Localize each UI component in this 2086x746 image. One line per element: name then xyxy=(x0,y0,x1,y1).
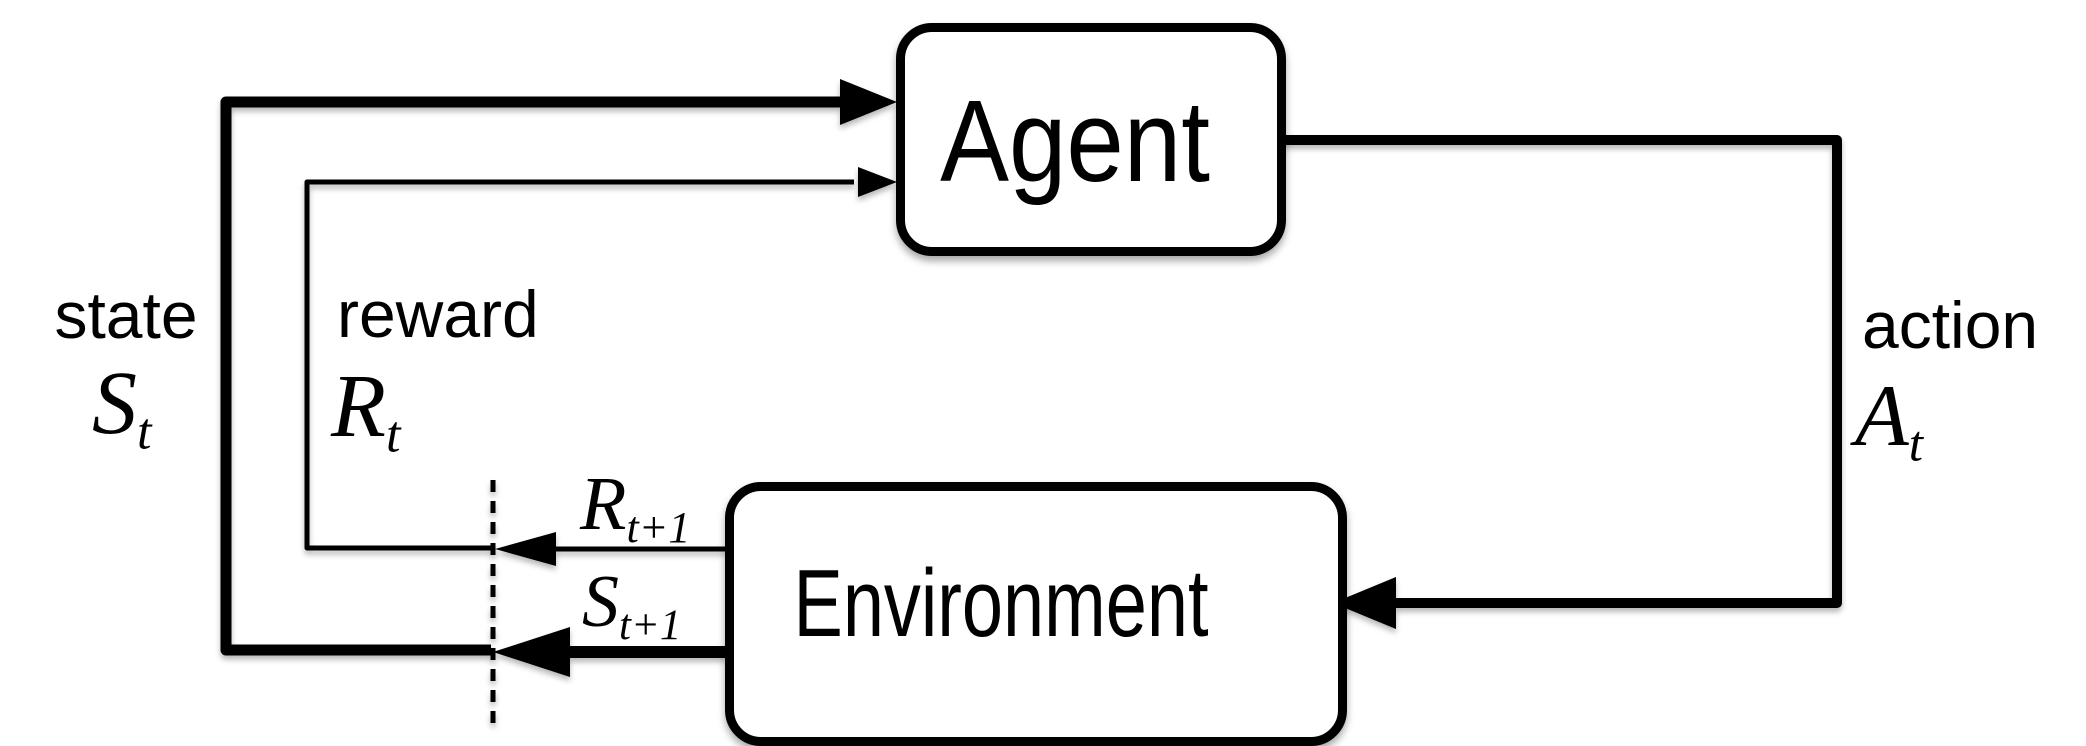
state-symbol-subscript: t xyxy=(137,402,152,461)
reward-symbol-letter: R xyxy=(331,357,386,456)
next-state-arrowhead xyxy=(493,627,570,677)
action-symbol: At xyxy=(1855,373,1923,470)
reward-arrowhead xyxy=(858,167,897,197)
action-symbol-letter: A xyxy=(1855,368,1909,465)
next-reward-symbol-letter: R xyxy=(580,462,627,546)
next-reward-symbol: Rt+1 xyxy=(580,466,690,550)
environment-label: Environment xyxy=(793,550,1209,657)
state-loop-path xyxy=(220,96,845,656)
next-reward-symbol-subscript: t+1 xyxy=(626,503,691,553)
agent-box xyxy=(896,23,1286,256)
state-arrowhead xyxy=(840,79,897,125)
reward-symbol-subscript: t xyxy=(385,405,401,464)
agent-label: Agent xyxy=(940,76,1210,206)
state-symbol-letter: S xyxy=(92,354,137,453)
reward-loop-path xyxy=(304,179,854,551)
state-symbol: St xyxy=(92,359,152,458)
next-reward-arrowhead xyxy=(495,532,556,566)
next-state-symbol: St+1 xyxy=(582,565,681,648)
action-loop-path xyxy=(1267,135,1842,608)
action-symbol-subscript: t xyxy=(1908,416,1923,473)
environment-box xyxy=(725,482,1347,746)
state-word-label: state xyxy=(54,278,198,352)
reward-symbol: Rt xyxy=(331,362,400,461)
next-state-symbol-letter: S xyxy=(582,561,619,643)
action-arrowhead xyxy=(1333,577,1396,629)
action-word-label: action xyxy=(1862,288,2039,362)
reward-word-label: reward xyxy=(337,277,539,351)
next-state-symbol-subscript: t+1 xyxy=(619,601,682,649)
